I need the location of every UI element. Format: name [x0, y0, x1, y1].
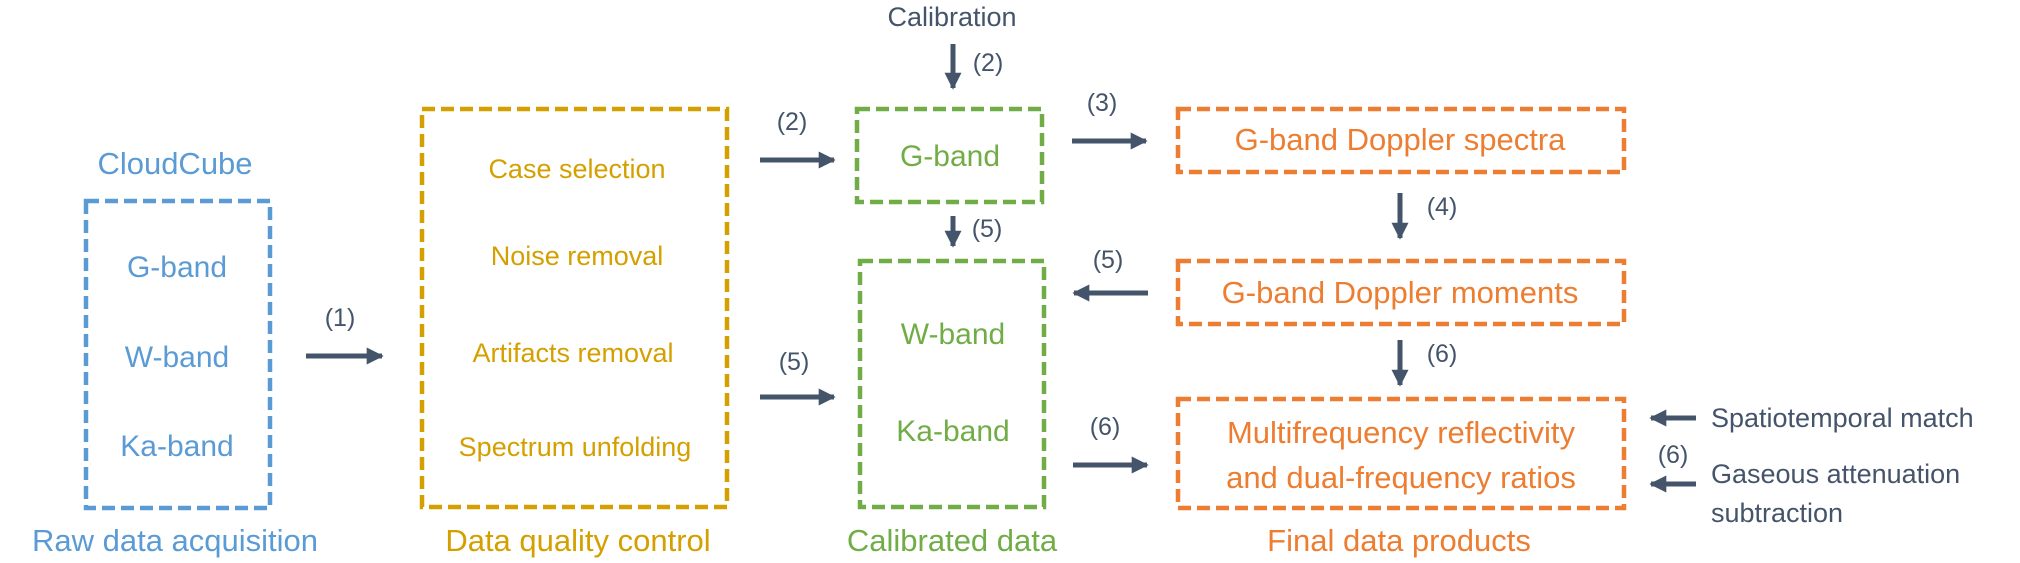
calibrated-stage: Calibration (2) G-band (5) W-band Ka-ban… — [847, 2, 1058, 558]
products-line-2: and dual-frequency ratios — [1226, 460, 1576, 495]
raw-data-box — [83, 198, 273, 511]
raw-data-caption: Raw data acquisition — [32, 523, 318, 558]
step-label: (3) — [1087, 89, 1118, 117]
products-line-1: Multifrequency reflectivity — [1227, 415, 1576, 450]
step-label: (5) — [1093, 246, 1124, 274]
cloudcube-title: CloudCube — [97, 146, 252, 181]
gaseous-attenuation-label-line-1: Gaseous attenuation — [1711, 459, 1960, 489]
qc-item-noise-removal: Noise removal — [491, 241, 664, 271]
calibrated-caption: Calibrated data — [847, 523, 1058, 558]
calibrated-wka-band-box — [857, 258, 1047, 510]
external-inputs: (6) Spatiotemporal match Gaseous attenua… — [1649, 403, 1974, 528]
step-label: (6) — [1427, 340, 1458, 368]
step-label: (5) — [779, 348, 810, 376]
quality-control-caption: Data quality control — [445, 523, 710, 558]
step-label: (5) — [972, 215, 1003, 243]
step-label: (2) — [777, 108, 808, 136]
step-label: (2) — [973, 49, 1004, 77]
final-products-stage: G-band Doppler spectra (4) G-band Dopple… — [1175, 106, 1627, 558]
gaseous-attenuation-label-line-2: subtraction — [1711, 498, 1843, 528]
doppler-moments-label: G-band Doppler moments — [1222, 275, 1579, 310]
raw-data-stage: CloudCube G-band W-band Ka-band Raw data… — [32, 146, 318, 558]
calibrated-g-band-box — [854, 106, 1045, 205]
calibrated-w-band: W-band — [901, 318, 1006, 351]
doppler-spectra-box — [1175, 106, 1627, 175]
doppler-spectra-label: G-band Doppler spectra — [1235, 122, 1567, 157]
raw-item-g-band: G-band — [127, 251, 227, 284]
step-label: (6) — [1658, 441, 1689, 469]
step-label: (6) — [1090, 413, 1121, 441]
calibrated-g-band: G-band — [900, 140, 1000, 173]
arrow-raw-to-qc: (1) — [306, 304, 384, 365]
doppler-moments-box — [1175, 258, 1627, 327]
qc-item-artifacts-removal: Artifacts removal — [472, 338, 673, 368]
arrow-qc-to-wka-band: (5) — [760, 348, 836, 406]
calibration-label: Calibration — [887, 2, 1016, 32]
final-products-caption: Final data products — [1267, 523, 1531, 558]
quality-control-box — [419, 106, 730, 510]
raw-item-ka-band: Ka-band — [120, 430, 233, 463]
step-label: (1) — [325, 304, 356, 332]
qc-item-spectrum-unfolding: Spectrum unfolding — [459, 432, 692, 462]
qc-item-case-selection: Case selection — [488, 154, 665, 184]
raw-item-w-band: W-band — [125, 341, 230, 374]
quality-control-stage: Case selection Noise removal Artifacts r… — [419, 106, 730, 558]
spatiotemporal-match-label: Spatiotemporal match — [1711, 403, 1974, 433]
arrow-qc-to-g-band: (2) — [760, 108, 836, 169]
calibrated-ka-band: Ka-band — [896, 415, 1009, 448]
arrow-g-to-spectra: (3) — [1072, 89, 1148, 150]
final-products-box — [1175, 396, 1627, 511]
step-label: (4) — [1427, 193, 1458, 221]
arrow-wka-to-products: (6) — [1073, 413, 1149, 474]
arrow-moments-to-wka: (5) — [1072, 246, 1148, 302]
